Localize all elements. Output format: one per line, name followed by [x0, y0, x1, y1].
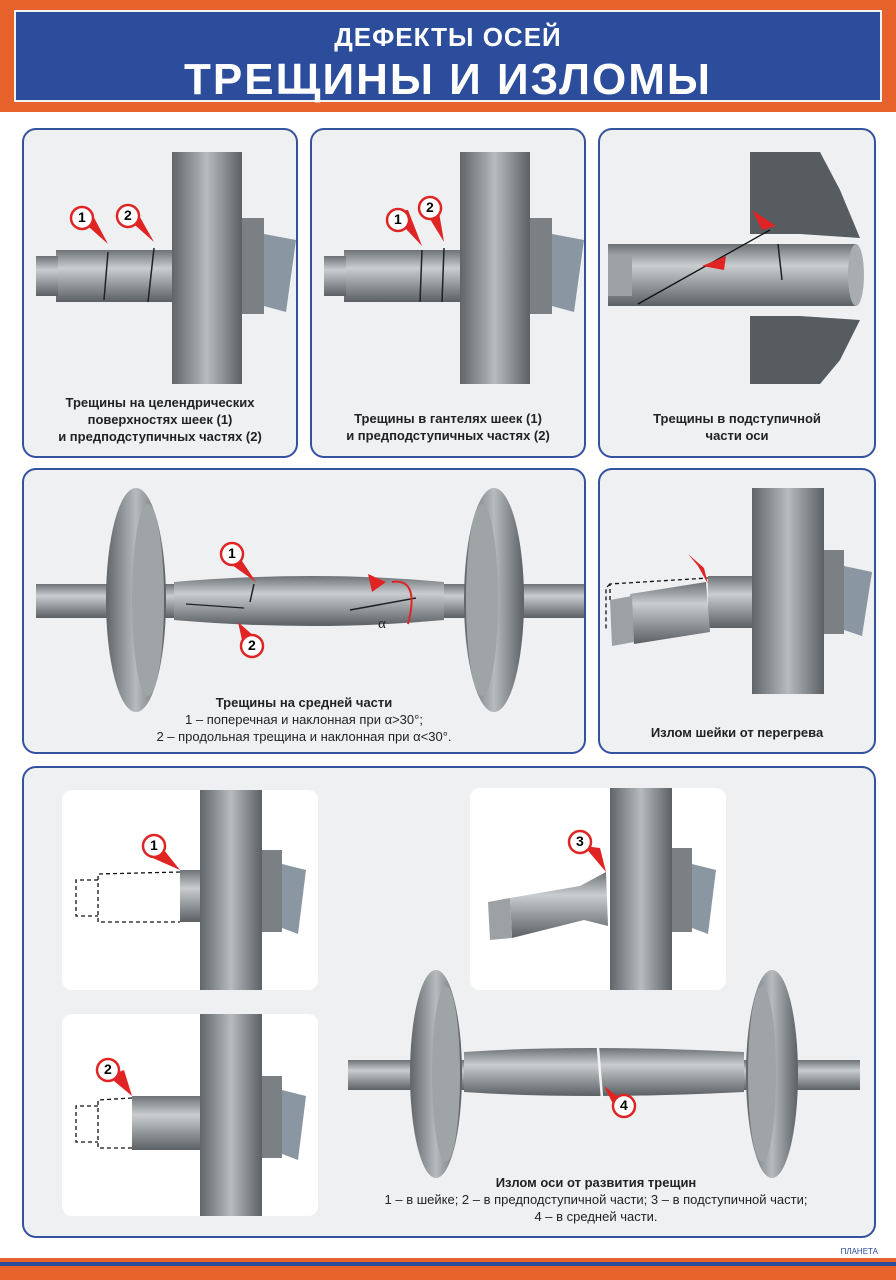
- marker-1-label: 1: [394, 211, 402, 227]
- hub-seat-crack-illustration: [608, 152, 864, 384]
- prehub-fracture-illustration: [75, 1014, 306, 1216]
- card-hub-fracture: 3: [470, 788, 726, 990]
- angle-label: α: [378, 616, 386, 632]
- brand-logo: ПЛАНЕТА: [840, 1247, 878, 1256]
- marker-2-label: 2: [248, 637, 256, 653]
- marker-3-label: 3: [576, 833, 584, 849]
- panel-journal-cracks: 1 2 Трещины на целендрических поверхност…: [22, 128, 298, 458]
- header-subtitle: ДЕФЕКТЫ ОСЕЙ: [334, 22, 562, 52]
- panel-caption: Трещины на целендрических поверхностях ш…: [58, 395, 262, 444]
- panel-caption: Трещины в подступичной части оси: [653, 411, 821, 443]
- arrow-icon: [702, 256, 726, 270]
- marker-1-label: 1: [228, 545, 236, 561]
- overheat-fracture-illustration: [605, 488, 872, 694]
- marker-1: [141, 833, 180, 870]
- arrow-icon: [368, 574, 386, 592]
- panel-caption: Излом оси от развития трещин 1 – в шейке…: [384, 1175, 808, 1224]
- header-title: ТРЕЩИНЫ И ИЗЛОМЫ: [184, 55, 712, 104]
- journal-crack-illustration: [36, 152, 296, 384]
- journal-fracture-illustration: [75, 790, 306, 990]
- marker-1: [385, 207, 422, 246]
- header-banner: ДЕФЕКТЫ ОСЕЙ ТРЕЩИНЫ И ИЗЛОМЫ: [0, 0, 896, 112]
- footer-bar: [0, 1258, 896, 1280]
- marker-2: [95, 1057, 132, 1096]
- card-journal-fracture: 1: [62, 790, 318, 990]
- marker-2-label: 2: [104, 1061, 112, 1077]
- panel-caption: Трещины на средней части 1 – поперечная …: [156, 695, 452, 744]
- panel-middle-cracks: 1 2 α Трещины на средней части 1 – попер…: [22, 468, 586, 754]
- marker-1-label: 1: [78, 209, 86, 225]
- panel-overheat-fracture: Излом шейки от перегрева: [598, 468, 876, 754]
- marker-2-label: 2: [124, 207, 132, 223]
- panel-caption: Трещины в гантелях шеек (1) и предподсту…: [346, 411, 550, 443]
- fillet-crack-illustration: [324, 152, 584, 384]
- marker-1: [219, 541, 256, 582]
- marker-2: [238, 622, 265, 659]
- panel-fillet-cracks: 1 2 Трещины в гантелях шеек (1) и предпо…: [310, 128, 586, 458]
- marker-1-label: 1: [150, 837, 158, 853]
- panel-caption: Излом шейки от перегрева: [650, 725, 824, 740]
- marker-1: [69, 205, 108, 244]
- hub-fracture-illustration: [488, 788, 716, 990]
- arrow-icon: [752, 210, 776, 230]
- panel-hub-seat-cracks: Трещины в подступичной части оси: [598, 128, 876, 458]
- arrow-icon: [688, 554, 708, 584]
- header-title-box: ДЕФЕКТЫ ОСЕЙ ТРЕЩИНЫ И ИЗЛОМЫ: [14, 10, 882, 104]
- marker-3: [567, 829, 606, 872]
- marker-4-label: 4: [620, 1097, 628, 1113]
- marker-2: [417, 195, 444, 242]
- marker-2: [115, 203, 154, 242]
- panel-axle-fracture: 1 2 3: [22, 766, 876, 1238]
- middle-crack-illustration: [36, 488, 584, 712]
- card-prehub-fracture: 2: [62, 1014, 318, 1216]
- marker-2-label: 2: [426, 199, 434, 215]
